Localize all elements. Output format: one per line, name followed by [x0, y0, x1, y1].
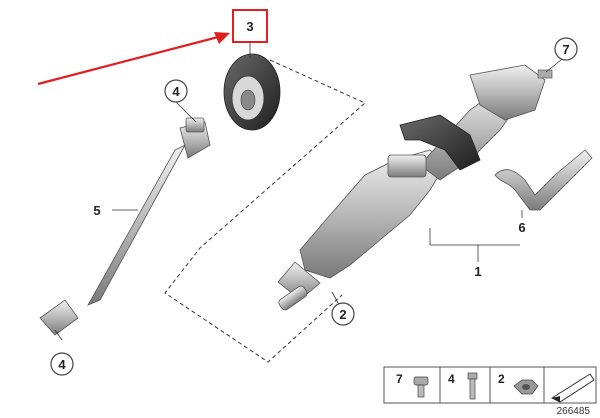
lever-bracket [494, 149, 593, 211]
legend-item-7[interactable]: 7 [396, 372, 429, 398]
nut-icon [513, 379, 539, 395]
callout-4-lower-label: 4 [58, 357, 66, 372]
steering-column [277, 64, 546, 311]
callout-6[interactable]: 6 [518, 220, 525, 235]
legend-item-2[interactable]: 2 [498, 372, 539, 395]
callout-4-upper-label: 4 [172, 84, 180, 99]
callout-3-label: 3 [246, 19, 253, 34]
assembly-boundary [164, 59, 366, 363]
callout-1-label: 1 [474, 264, 481, 279]
callout-2[interactable]: 2 [331, 302, 355, 326]
wedge-icon [550, 373, 595, 403]
callout-6-label: 6 [518, 220, 525, 235]
callout-3[interactable]: 3 [232, 9, 268, 43]
callout-1[interactable]: 1 [474, 264, 481, 279]
callout-5[interactable]: 5 [93, 203, 100, 218]
callout-5-label: 5 [93, 203, 100, 218]
callout-4-upper[interactable]: 4 [164, 79, 188, 103]
rubber-boot [223, 53, 281, 131]
legend-item-2-label: 2 [498, 372, 505, 386]
callout-7[interactable]: 7 [554, 37, 578, 61]
bolt [537, 69, 553, 79]
screw-icon [467, 372, 478, 400]
callout-7-label: 7 [562, 42, 569, 57]
callout-2-label: 2 [339, 307, 346, 322]
diagram-id: 266485 [557, 406, 591, 417]
legend-item-4[interactable]: 4 [448, 372, 478, 400]
legend-item-4-label: 4 [448, 372, 455, 386]
callout-4-lower[interactable]: 4 [50, 352, 74, 376]
legend-item-7-label: 7 [396, 372, 403, 386]
highlight-arrow [37, 32, 230, 86]
intermediate-shaft [39, 117, 211, 336]
small-parts-legend: 7 4 2 [383, 366, 597, 404]
bolt-icon [413, 376, 429, 398]
